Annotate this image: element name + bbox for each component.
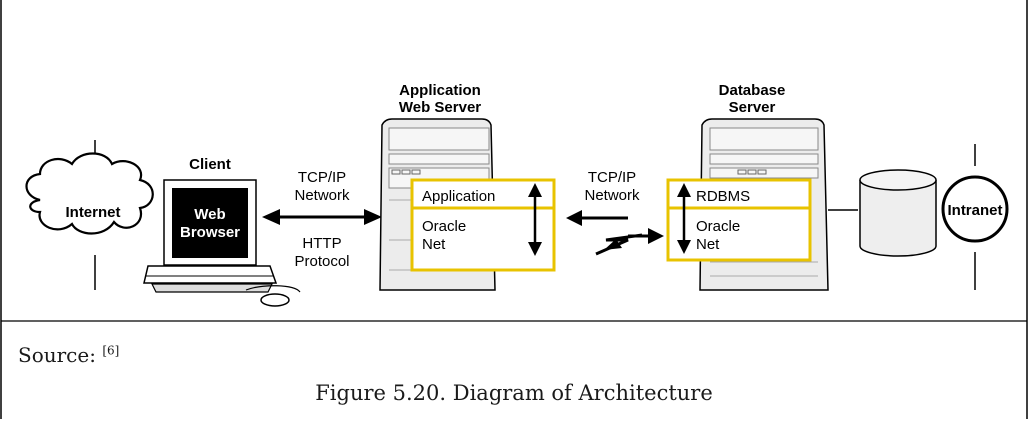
db-server-title-line2: Server [729,99,776,116]
source-reference: [6] [102,343,120,358]
source-label: Source: [18,343,96,367]
app-server-title-line2: Web Server [399,99,481,116]
arrow-up-icon [528,183,542,197]
db-box-top-label: RDBMS [696,188,750,205]
link1-bottom-line2: Protocol [294,253,349,270]
link2-line1: TCP/IP [588,169,636,186]
keyboard [151,283,273,293]
monitor-screen [172,188,248,258]
arrow-down-icon [528,242,542,256]
db-box-bottom-line2: Net [696,236,720,253]
network-link: TCP/IP Network [566,169,664,256]
client-title: Client [189,156,231,173]
mouse-icon [260,293,290,307]
db-highlight-box [666,178,812,262]
browser-label-line1: Web [194,206,225,223]
intranet-node: Intranet [941,144,1009,290]
link1-top-line2: Network [294,187,350,204]
application-web-server: Application Web Server Application Oracl… [379,82,556,291]
link2-line2: Network [584,187,640,204]
db-server-title-line1: Database [719,82,786,99]
arrowhead-right-icon [364,209,382,225]
database-disk-icon [859,169,937,257]
source-caption: Source: [6] [18,343,119,367]
intranet-circle [941,175,1009,243]
app-box-top-label: Application [422,188,495,205]
internet-cloud: Internet [25,140,154,290]
http-link: TCP/IP Network HTTP Protocol [262,169,382,270]
database-server: Database Server RDBMS Oracle Net [666,82,829,291]
arrowhead-left-icon [262,209,280,225]
internet-label: Internet [65,204,120,221]
app-box-bottom-line2: Net [422,236,446,253]
link1-top-line1: TCP/IP [298,169,346,186]
intranet-label: Intranet [947,202,1002,219]
arrowhead-left-icon [566,210,582,226]
app-box-bottom-line1: Oracle [422,218,466,235]
arrow-up-icon [677,183,691,197]
computer-base [143,265,278,284]
client-computer: Client Web Browser [143,156,301,307]
arrow-down-icon [677,240,691,254]
browser-label-line2: Browser [180,224,240,241]
db-box-bottom-line1: Oracle [696,218,740,235]
figure-title: Figure 5.20. Diagram of Architecture [315,381,713,405]
app-server-title-line1: Application [399,82,481,99]
arrowhead-right-icon [648,228,664,244]
link1-bottom-line1: HTTP [302,235,341,252]
